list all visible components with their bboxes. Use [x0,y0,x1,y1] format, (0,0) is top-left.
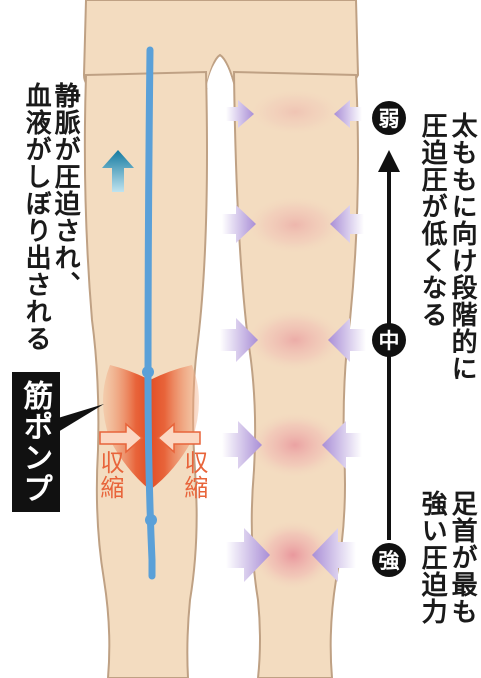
pressure-arrow-icon [226,100,254,128]
pressure-arrow-icon [222,205,256,243]
vein-caption-line1: 静脈が圧迫され、 [50,82,81,298]
muscle-pump-label [12,372,60,512]
pressure-glow [251,519,335,591]
level-mid-label: 中 [379,329,400,353]
contract-label-left: 収縮 [95,450,124,500]
pressure-arrow-icon [322,421,362,469]
contract-label-right: 収縮 [179,450,208,500]
pressure-glow [247,88,343,136]
thigh-caption-line2: 圧迫圧が低くなる [417,112,448,328]
pressure-glow [245,195,345,255]
vein-valve [145,514,157,526]
crotch-gap [206,58,234,88]
pressure-glow [247,411,343,479]
pressure-arrow-icon [226,528,270,582]
vein-caption-line2: 血液がしぼり出される [21,82,52,352]
level-strong-badge [372,543,406,577]
contraction-arrows [99,422,201,454]
level-mid-badge [372,323,406,357]
pressure-arrows [220,100,366,582]
ankle-caption-line1: 足首が最も [447,490,478,625]
level-weak-label: 弱 [379,107,400,131]
contract-arrow-right-icon [99,422,144,454]
pressure-arrow-icon [334,100,362,128]
pressure-glow [245,308,345,372]
thigh-caption-line1: 太ももに向け段階的に [447,112,478,382]
level-weak-badge [372,101,406,135]
pressure-glows [245,88,345,591]
pressure-arrow-icon [330,205,364,243]
level-strong-label: 強 [379,549,400,573]
scale-arrow-up-icon [378,150,400,172]
muscle-pump-text: 筋ポンプ [17,380,53,504]
muscle-pump-pointer [58,404,104,432]
blood-flow-up-icon [102,150,134,192]
contract-arrow-left-icon [156,422,201,454]
pressure-arrow-icon [222,421,262,469]
pressure-scale: 弱 中 強 [372,101,406,577]
pressure-arrow-icon [328,318,366,362]
vein-valve [142,366,154,378]
vein [142,46,157,580]
ankle-caption-line2: 強い圧迫力 [417,490,448,625]
pressure-arrow-icon [312,528,356,582]
pressure-arrow-icon [220,318,258,362]
